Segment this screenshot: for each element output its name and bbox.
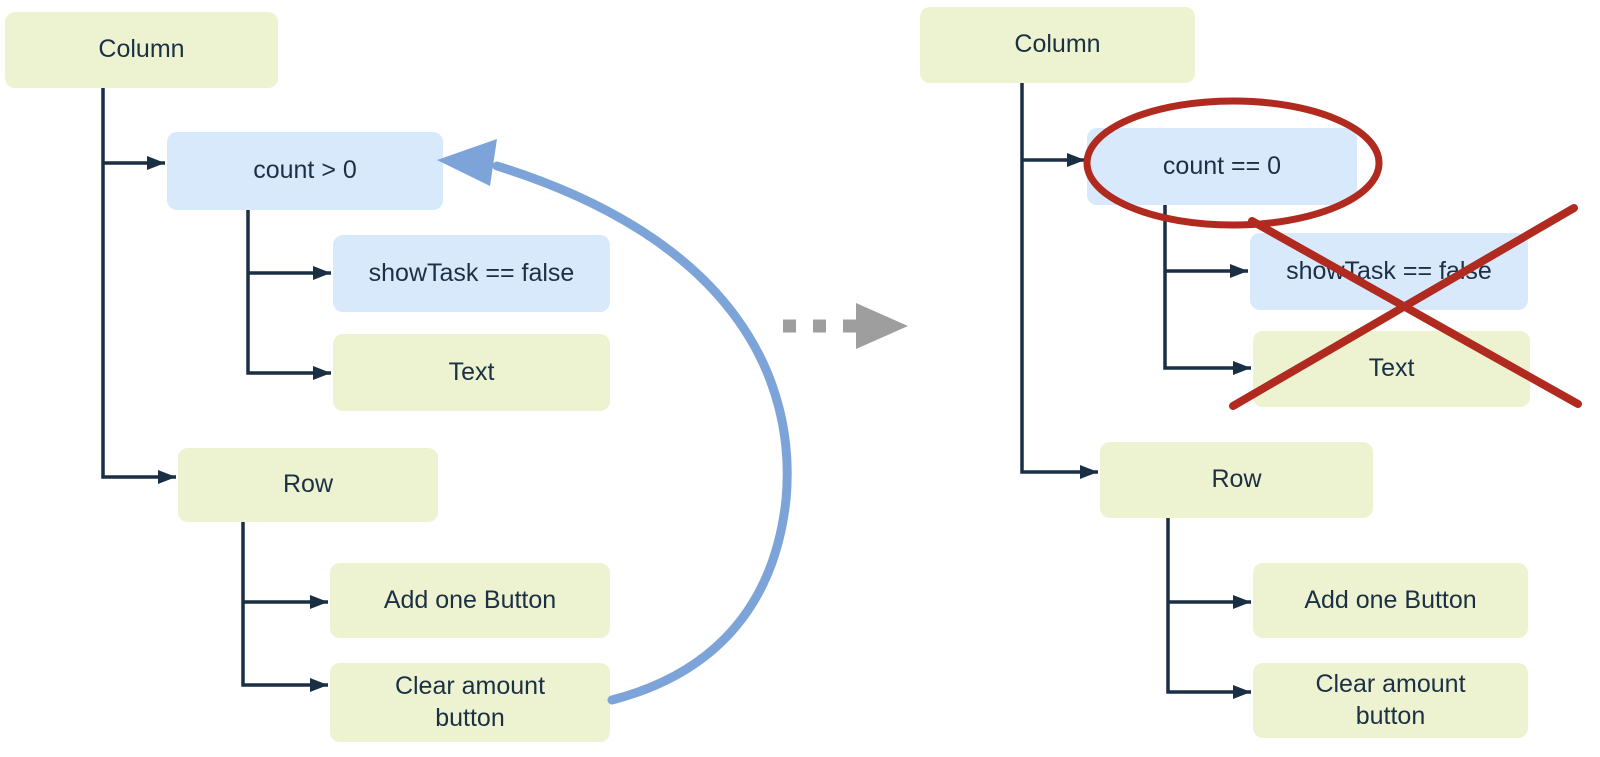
node-label: count > 0 — [253, 156, 357, 185]
node-label: Text — [448, 357, 495, 386]
right-tree-node-condition-showtask: showTask == false — [1250, 233, 1528, 310]
right-tree-node-row: Row — [1100, 442, 1373, 518]
connector-column-to-row — [101, 88, 176, 484]
node-label: Text — [1368, 354, 1415, 383]
node-label: Column — [1014, 30, 1101, 59]
right-tree-node-add-one-button: Add one Button — [1253, 563, 1528, 638]
loop-arrowhead — [437, 139, 497, 186]
left-tree-node-column: Column — [5, 12, 278, 88]
left-tree-node-clear-amount-button: Clear amount button — [330, 663, 610, 742]
transition-arrow-icon — [783, 303, 908, 349]
left-tree-node-text: Text — [333, 334, 610, 411]
connector-row-to-clear-amount — [241, 522, 328, 692]
node-label: Clear amount button — [1315, 670, 1466, 730]
right-tree-node-column: Column — [920, 7, 1195, 83]
connector-condition-to-text — [1163, 205, 1251, 375]
left-tree-node-add-one-button: Add one Button — [330, 563, 610, 638]
node-label: Add one Button — [383, 585, 557, 614]
right-tree-node-clear-amount-button: Clear amount button — [1253, 663, 1528, 738]
node-label: showTask == false — [368, 258, 575, 287]
node-label: count == 0 — [1162, 151, 1282, 180]
node-label: Clear amount button — [394, 672, 546, 732]
connector-row-to-clear-amount — [1166, 518, 1251, 699]
node-label: Row — [282, 470, 333, 499]
right-tree-node-condition-count: count == 0 — [1087, 128, 1357, 205]
node-label: Add one Button — [1304, 585, 1477, 614]
node-label: Column — [98, 35, 185, 64]
connector-condition-to-text — [246, 210, 331, 380]
node-label: showTask == false — [1286, 256, 1492, 285]
left-tree-node-condition-count: count > 0 — [167, 132, 443, 210]
node-label: Row — [1211, 465, 1262, 494]
left-tree-node-condition-showtask: showTask == false — [333, 235, 610, 312]
transition-arrowhead — [856, 303, 908, 349]
left-tree-node-row: Row — [178, 448, 438, 522]
right-tree-node-text: Text — [1253, 331, 1530, 407]
